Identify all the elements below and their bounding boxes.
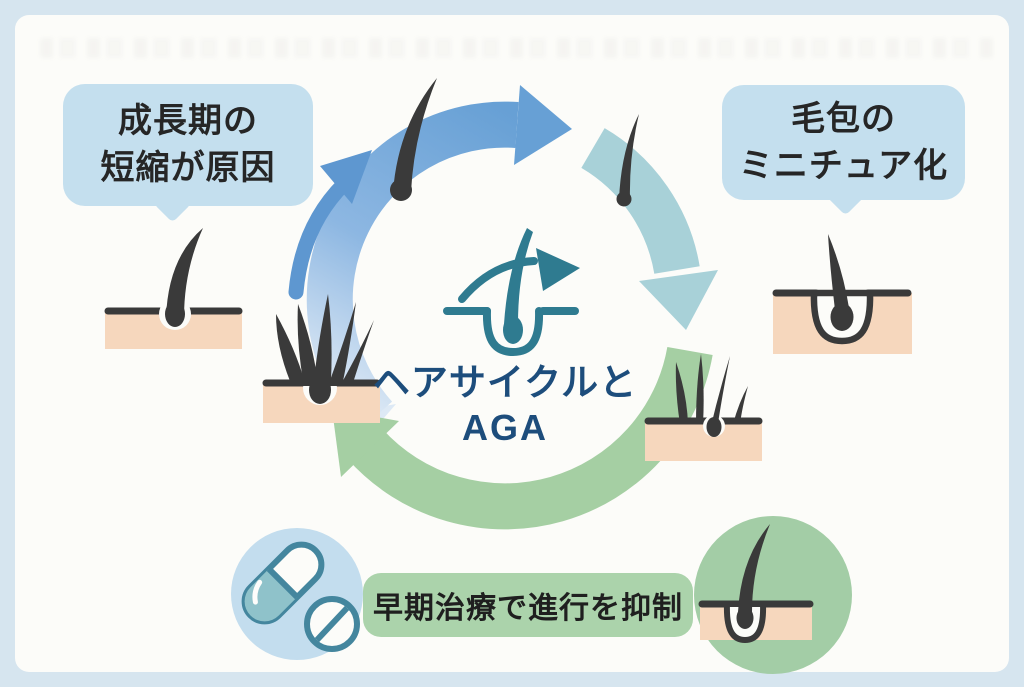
callout-growth-shortening: 成長期の 短縮が原因 [63, 84, 313, 223]
treated-follicle-icon [694, 516, 852, 674]
callout-follicle-miniaturization: 毛包の ミニチュア化 [722, 85, 965, 216]
treatment-note: 早期治療で進行を抑制 [363, 573, 693, 637]
callout-left-line1: 成長期の [118, 102, 258, 140]
center-title-line1: ヘアサイクルと [372, 362, 638, 403]
callout-left-line2: 短縮が原因 [100, 149, 276, 187]
hair-follicle-cycle-icon [443, 228, 580, 357]
faint-watermark-row [40, 38, 994, 58]
regression-phase-arc [580, 128, 718, 330]
thinning-follicle-icon [644, 354, 763, 461]
center-title-line2: AGA [462, 407, 548, 448]
callout-right-line2: ミニチュア化 [738, 146, 949, 185]
callout-right-line1: 毛包の [791, 99, 896, 138]
resting-phase-arc [332, 346, 713, 530]
treatment-note-text: 早期治療で進行を抑制 [373, 592, 683, 625]
growth-phase-follicle-icon [262, 294, 381, 423]
single-hair-follicle-icon [104, 228, 243, 349]
thin-hair-icon [616, 114, 639, 207]
inner-renewal-arrow [288, 150, 372, 300]
pills-icon [231, 528, 363, 660]
club-hair-icon [390, 78, 437, 201]
center-title: ヘアサイクルと AGA [370, 360, 640, 450]
miniaturized-follicle-icon [772, 234, 912, 354]
